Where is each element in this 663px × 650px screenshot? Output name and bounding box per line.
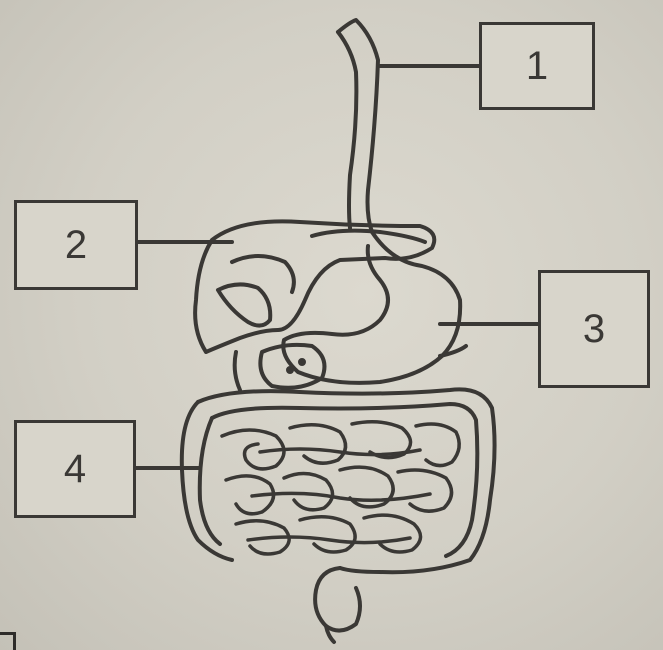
label-box-4: 4	[14, 420, 136, 518]
label-1-text: 1	[526, 44, 548, 89]
label-box-1: 1	[479, 22, 595, 110]
esophagus	[338, 20, 378, 232]
label-box-3: 3	[538, 270, 650, 388]
label-2-text: 2	[65, 223, 87, 268]
small-intestine	[222, 422, 459, 554]
pancreas	[235, 345, 325, 390]
stomach	[283, 232, 466, 383]
corner-mark	[0, 632, 16, 650]
rectum	[315, 568, 360, 642]
label-4-text: 4	[64, 447, 86, 492]
label-3-text: 3	[583, 307, 605, 352]
gallbladder	[218, 284, 270, 325]
label-box-2: 2	[14, 200, 138, 290]
